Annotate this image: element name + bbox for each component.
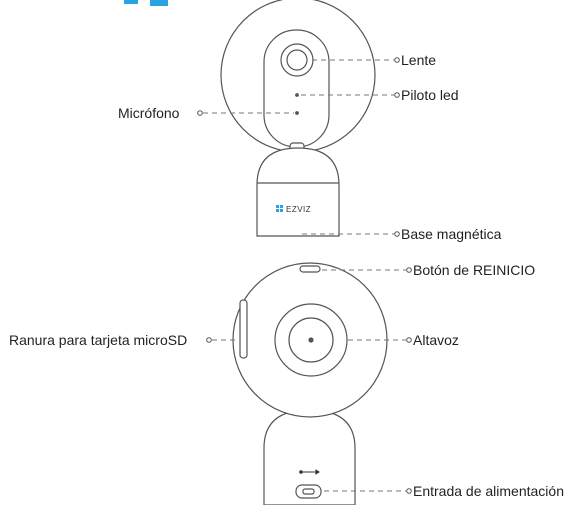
led-dot	[295, 93, 299, 97]
front-view-camera	[220, 0, 376, 237]
speaker-center	[308, 337, 314, 343]
label-piloto-led: Piloto led	[401, 87, 459, 103]
heading-fragment-2	[124, 0, 138, 4]
label-altavoz: Altavoz	[413, 332, 459, 348]
label-microfono: Micrófono	[118, 105, 180, 121]
power-port-inner	[302, 488, 315, 495]
front-base	[256, 147, 340, 237]
mic-dot	[295, 111, 299, 115]
reset-slot	[299, 265, 321, 273]
back-view-camera	[232, 262, 388, 505]
leader-endpoints	[197, 57, 412, 494]
label-entrada-alimentacion: Entrada de alimentación	[413, 483, 564, 499]
lens-inner	[286, 49, 308, 71]
label-lente: Lente	[401, 52, 437, 68]
usb-icon	[299, 469, 320, 475]
svg-text:EZVIZ: EZVIZ	[286, 205, 311, 214]
label-boton-reinicio: Botón de REINICIO	[413, 262, 536, 278]
ezviz-logo: EZVIZ	[276, 205, 311, 214]
microsd-slot	[239, 299, 248, 359]
label-base-magnetica: Base magnética	[401, 226, 502, 242]
heading-fragment	[150, 0, 168, 6]
leader-lines	[203, 59, 406, 492]
label-ranura-microsd: Ranura para tarjeta microSD	[9, 332, 188, 348]
